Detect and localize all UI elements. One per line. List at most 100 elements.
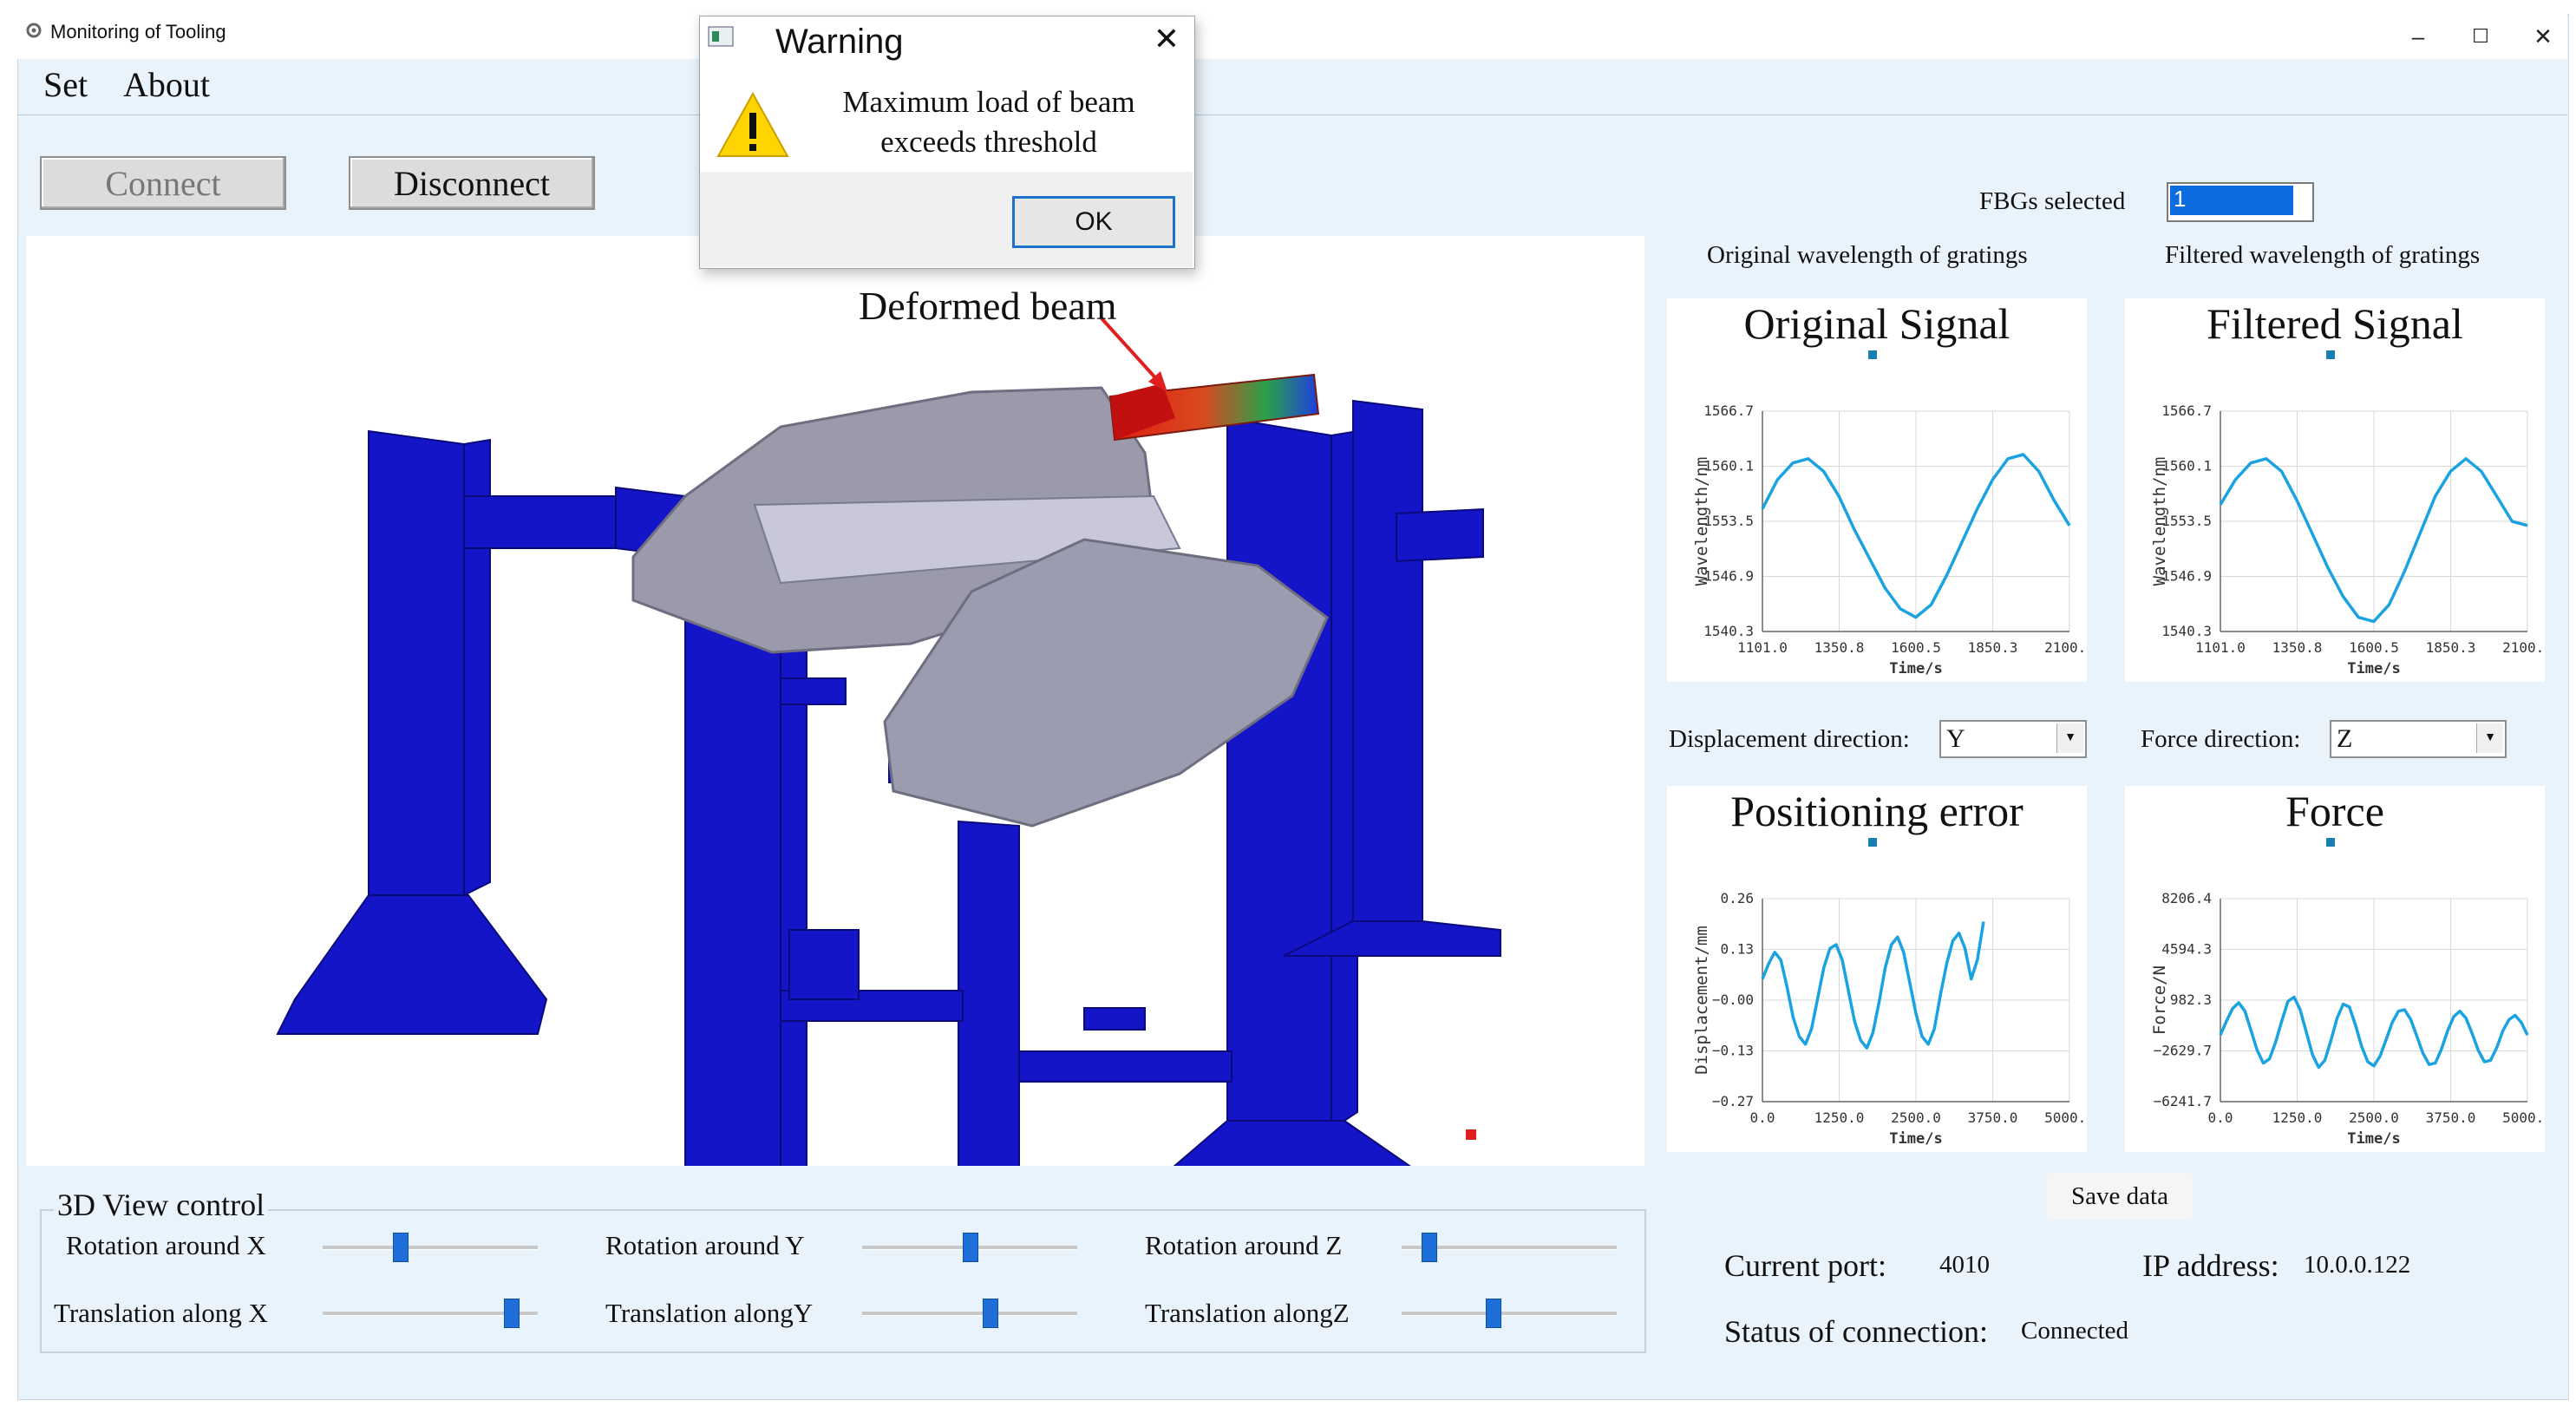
dialog-close-button[interactable]: ✕ xyxy=(1153,22,1180,56)
y-tick-label: −0.27 xyxy=(1712,1093,1754,1109)
force-direction-label: Force direction: xyxy=(2141,725,2301,753)
x-tick-label: 1101.0 xyxy=(1737,639,1788,656)
3d-viewport[interactable] xyxy=(26,236,1644,1391)
save-data-button[interactable]: Save data xyxy=(2047,1173,2193,1220)
displacement-label: Displacement direction: xyxy=(1669,725,1910,753)
slider-thumb[interactable] xyxy=(1486,1299,1502,1328)
slider-track xyxy=(1402,1246,1617,1250)
connection-status-label: Status of connection: xyxy=(1724,1314,1988,1349)
x-tick-label: 2500.0 xyxy=(2349,1109,2399,1126)
minimize-button[interactable]: – xyxy=(2411,23,2425,49)
legend-marker xyxy=(2326,350,2335,359)
displacement-dropdown[interactable]: Y ▼ xyxy=(1939,720,2087,758)
translation-x-slider[interactable] xyxy=(323,1298,538,1329)
view-control-title: 3D View control xyxy=(54,1187,269,1223)
port-label: Current port: xyxy=(1724,1248,1886,1283)
force-direction-value: Z xyxy=(2337,724,2353,753)
x-tick-label: 2500.0 xyxy=(1891,1109,1941,1126)
x-tick-label: 1350.8 xyxy=(1814,639,1865,656)
series-line xyxy=(2219,995,2529,1070)
slider-thumb[interactable] xyxy=(503,1299,520,1328)
series-line xyxy=(1761,921,1985,1050)
menu-set[interactable]: Set xyxy=(43,65,88,104)
y-axis-label: Wavelength/nm xyxy=(1692,457,1711,586)
y-tick-label: 1553.5 xyxy=(1703,513,1754,529)
app-icon xyxy=(24,21,43,40)
slider-track xyxy=(323,1312,538,1316)
fbg-value: 1 xyxy=(2170,186,2293,215)
y-tick-label: 1566.7 xyxy=(1703,402,1754,419)
disconnect-button[interactable]: Disconnect xyxy=(349,156,595,210)
slider-thumb[interactable] xyxy=(963,1233,978,1262)
y-tick-label: 4594.3 xyxy=(2161,941,2212,958)
fbg-select[interactable]: 1 xyxy=(2167,182,2314,222)
rotation-x-slider[interactable] xyxy=(323,1232,538,1263)
x-tick-label: 3750.0 xyxy=(2426,1109,2476,1126)
slider-track xyxy=(1402,1312,1617,1316)
y-tick-label: 8206.4 xyxy=(2161,890,2212,906)
view-control-group xyxy=(40,1209,1646,1353)
series-line xyxy=(1761,453,2071,619)
translation-y-slider[interactable] xyxy=(862,1298,1077,1329)
rotation-y-slider[interactable] xyxy=(862,1232,1077,1263)
y-axis-label: Force/N xyxy=(2150,965,2169,1035)
slider-thumb[interactable] xyxy=(1422,1233,1438,1262)
displacement-value: Y xyxy=(1946,724,1965,753)
legend-marker xyxy=(2326,838,2335,847)
y-tick-label: −6241.7 xyxy=(2154,1093,2212,1109)
translation-x-label: Translation along X xyxy=(54,1298,268,1328)
legend-marker xyxy=(1868,838,1877,847)
rotation-z-label: Rotation around Z xyxy=(1145,1230,1343,1260)
translation-z-label: Translation alongZ xyxy=(1145,1298,1350,1328)
deformed-beam-annotation: Deformed beam xyxy=(859,284,1117,328)
force-direction-dropdown[interactable]: Z ▼ xyxy=(2330,720,2507,758)
port-value: 4010 xyxy=(1939,1251,1990,1279)
chevron-down-icon: ▼ xyxy=(2056,723,2083,753)
maximize-button[interactable]: ☐ xyxy=(2472,25,2489,47)
y-axis-label: Displacement/mm xyxy=(1692,926,1711,1075)
y-tick-label: 1546.9 xyxy=(1703,568,1754,585)
x-axis-label: Time/s xyxy=(2347,660,2400,677)
chart-title: Original Signal xyxy=(1743,299,2010,348)
y-tick-label: 1560.1 xyxy=(1703,458,1754,474)
x-tick-label: 3750.0 xyxy=(1968,1109,2018,1126)
x-tick-label: 1350.8 xyxy=(2272,639,2323,656)
rotation-z-slider[interactable] xyxy=(1402,1232,1617,1263)
legend-marker xyxy=(1868,350,1877,359)
connect-button[interactable]: Connect xyxy=(40,156,286,210)
close-window-button[interactable]: ✕ xyxy=(2534,23,2553,49)
menu-about[interactable]: About xyxy=(123,65,210,104)
rotation-y-label: Rotation around Y xyxy=(605,1230,805,1260)
original-signal-chart: 1101.01350.81600.51850.32100.01566.71560… xyxy=(1692,350,2087,677)
filtered-signal-chart: 1101.01350.81600.51850.32100.01566.71560… xyxy=(2150,350,2545,677)
dialog-message-line2: exceeds threshold xyxy=(880,125,1097,159)
y-tick-label: 1546.9 xyxy=(2161,568,2212,585)
x-axis-label: Time/s xyxy=(1889,660,1942,677)
ok-button[interactable]: OK xyxy=(1012,196,1175,248)
y-tick-label: 1560.1 xyxy=(2161,458,2212,474)
y-tick-label: −2629.7 xyxy=(2154,1043,2212,1059)
slider-thumb[interactable] xyxy=(393,1233,409,1262)
slider-thumb[interactable] xyxy=(983,1299,999,1328)
connection-status-value: Connected xyxy=(2021,1317,2129,1345)
y-axis-label: Wavelength/nm xyxy=(2150,457,2169,586)
chart-title: Filtered Signal xyxy=(2207,299,2463,348)
slider-track xyxy=(862,1312,1077,1316)
y-tick-label: 1540.3 xyxy=(1703,623,1754,639)
slider-track xyxy=(323,1246,538,1250)
y-tick-label: 1540.3 xyxy=(2161,623,2212,639)
x-tick-label: 1600.5 xyxy=(1891,639,1941,656)
x-tick-label: 1600.5 xyxy=(2349,639,2399,656)
ip-value: 10.0.0.122 xyxy=(2304,1251,2411,1279)
tooling-3d-model xyxy=(276,317,1501,1391)
warning-icon xyxy=(716,90,789,160)
positioning-error-chart: 0.01250.02500.03750.05000.00.260.13−0.00… xyxy=(1692,838,2087,1148)
chart-title: Positioning error xyxy=(1730,787,2024,835)
y-tick-label: 982.3 xyxy=(2170,991,2212,1008)
x-tick-label: 1250.0 xyxy=(1814,1109,1865,1126)
y-tick-label: −0.00 xyxy=(1712,991,1754,1008)
translation-z-slider[interactable] xyxy=(1402,1298,1617,1329)
y-tick-label: 0.26 xyxy=(1720,890,1754,906)
